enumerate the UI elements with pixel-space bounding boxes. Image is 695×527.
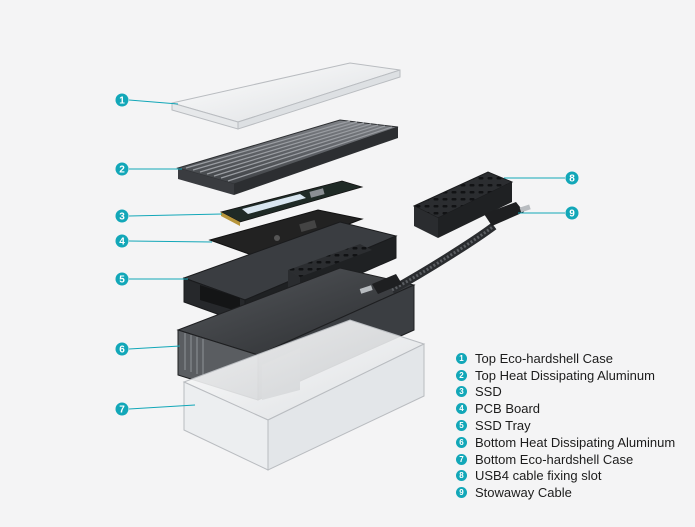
legend-number: 6 [456,436,467,448]
legend-item: 7 Bottom Eco-hardshell Case [456,451,675,468]
legend-number: 4 [456,403,467,415]
callout-7: 7 [115,402,129,416]
svg-text:1: 1 [119,96,125,107]
legend-label: USB4 cable fixing slot [475,468,602,484]
legend-label: Bottom Heat Dissipating Aluminum [475,434,676,450]
legend-item: 8 USB4 cable fixing slot [456,468,675,485]
callout-3: 3 [115,209,129,223]
callout-leaders [128,99,565,410]
top-heat-dissipating-aluminum [176,119,399,195]
callout-markers: 1 2 3 4 5 6 7 8 9 [115,93,579,416]
legend-item: 6 Bottom Heat Dissipating Aluminum [456,434,675,451]
svg-text:6: 6 [119,345,125,356]
svg-text:7: 7 [119,405,125,416]
callout-9: 9 [565,206,579,220]
callout-1: 1 [115,93,129,107]
pcb-board [208,209,364,259]
legend-item: 4 PCB Board [456,400,675,417]
legend-label: SSD [475,384,502,400]
callout-2: 2 [115,162,129,176]
svg-text:9: 9 [569,209,575,220]
legend-item: 5 SSD Tray [456,417,675,434]
legend-number: 9 [456,487,467,499]
svg-text:4: 4 [119,237,125,248]
legend-number: 2 [456,369,467,381]
callout-5: 5 [115,272,129,286]
legend-item: 1 Top Eco-hardshell Case [456,350,675,367]
svg-text:3: 3 [119,212,125,223]
legend-label: SSD Tray [475,418,531,434]
callout-4: 4 [115,234,129,248]
legend-label: PCB Board [475,401,541,417]
callout-8: 8 [565,171,579,185]
svg-text:8: 8 [569,174,575,185]
legend-label: Top Heat Dissipating Aluminum [475,367,655,383]
svg-text:5: 5 [119,275,125,286]
legend-label: Bottom Eco-hardshell Case [475,451,634,467]
legend-item: 2 Top Heat Dissipating Aluminum [456,367,675,384]
callout-6: 6 [115,342,129,356]
ssd [219,180,364,226]
legend-number: 3 [456,386,467,398]
legend-label: Top Eco-hardshell Case [475,350,614,366]
legend-number: 8 [456,470,467,482]
legend-number: 1 [456,352,467,364]
svg-text:2: 2 [119,165,125,176]
bottom-eco-hardshell-case [182,319,426,471]
legend-number: 7 [456,453,467,465]
usb4-cable-fixing-slot [412,171,514,238]
stowaway-cable [359,202,531,294]
legend-label: Stowaway Cable [475,485,572,501]
legend: 1 Top Eco-hardshell Case 2 Top Heat Dissip… [456,350,675,501]
top-eco-hardshell-case [171,62,401,130]
legend-number: 5 [456,420,467,432]
legend-item: 9 Stowaway Cable [456,484,675,501]
legend-item: 3 SSD [456,384,675,401]
